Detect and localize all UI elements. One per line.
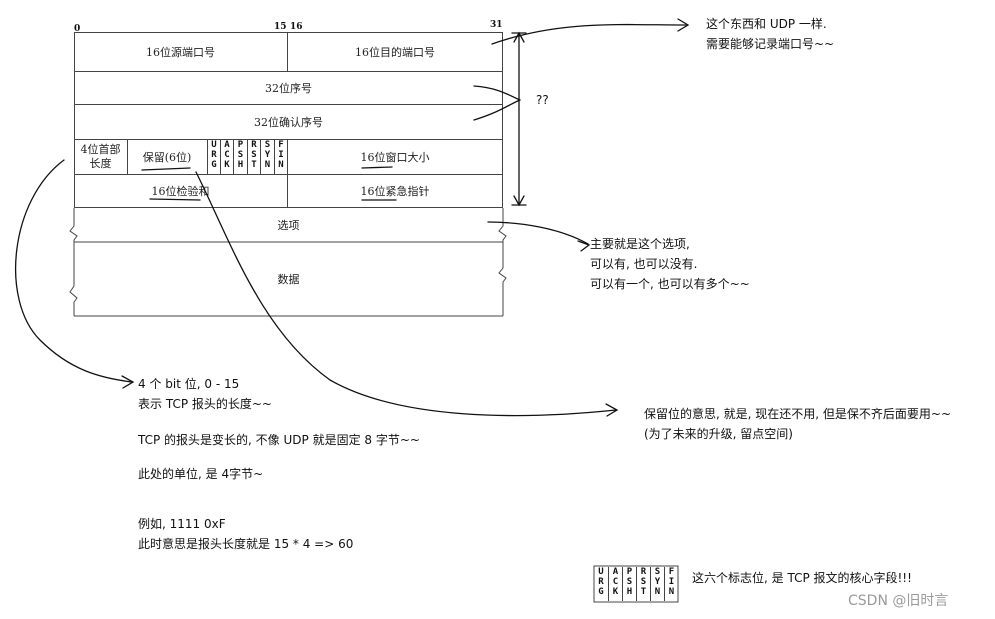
note-line: (为了未来的升级, 留点空间) [644,427,793,441]
note-line: TCP 的报头是变长的, 不像 UDP 就是固定 8 字节~~ [138,433,420,447]
note-line: 表示 TCP 报头的长度~~ [138,397,272,411]
field-ack: 32位确认序号 [254,115,323,129]
field-options: 选项 [277,219,300,232]
row-divider [74,174,503,175]
note-line: 可以有一个, 也可以有多个~~ [590,277,750,291]
field-header-length-line2: 长度 [89,156,112,170]
note-line: 可以有, 也可以没有. [590,257,698,271]
field-checksum: 16位检验和 [151,185,210,198]
note-line: 此时意思是报头长度就是 15 * 4 => 60 [138,537,354,551]
bit-label-15: 15 [274,22,287,32]
note-line: 这个东西和 UDP 一样. [706,17,827,31]
row-divider [74,139,503,140]
field-seq: 32位序号 [265,81,312,95]
header-outer-frame [74,32,503,208]
field-urgent-pointer: 16位紧急指针 [360,185,430,198]
field-src-port: 16位源端口号 [146,45,215,59]
row-divider [74,104,503,105]
field-header-length-line1: 4位首部 [80,142,121,156]
note-header-length: 4 个 bit 位, 0 - 15 表示 TCP 报头的长度~~ TCP 的报头… [138,374,420,554]
note-line: 需要能够记录端口号~~ [706,37,835,51]
note-question: ?? [536,93,549,107]
note-line: 例如, 1111 0xF [138,517,226,531]
note-line: 4 个 bit 位, 0 - 15 [138,377,240,391]
note-reserved: 保留位的意思, 就是, 现在还不用, 但是保不齐后面要用~~ (为了未来的升级,… [644,404,951,444]
col-divider [287,32,288,71]
note-line: 保留位的意思, 就是, 现在还不用, 但是保不齐后面要用~~ [644,407,951,421]
bit-label-16: 16 [290,22,303,32]
bit-label-31: 31 [490,20,503,30]
field-header-length: 4位首部 长度 [74,139,127,174]
note-options: 主要就是这个选项, 可以有, 也可以没有. 可以有一个, 也可以有多个~~ [590,234,750,294]
col-divider [287,174,288,208]
field-reserved: 保留(6位) [142,150,192,164]
row-divider [74,71,503,72]
watermark: CSDN @旧时言 [848,593,949,609]
note-udp-ports: 这个东西和 UDP 一样. 需要能够记录端口号~~ [706,14,834,54]
note-flags: 这六个标志位, 是 TCP 报文的核心字段!!! [692,571,912,585]
note-line: 主要就是这个选项, [590,237,690,251]
field-window-size: 16位窗口大小 [360,150,430,164]
bit-label-0: 0 [74,24,81,34]
field-data: 数据 [277,273,300,286]
note-line: 此处的单位, 是 4字节~ [138,467,264,481]
field-dst-port: 16位目的端口号 [355,45,435,59]
col-divider [127,139,128,174]
col-divider [287,139,288,174]
